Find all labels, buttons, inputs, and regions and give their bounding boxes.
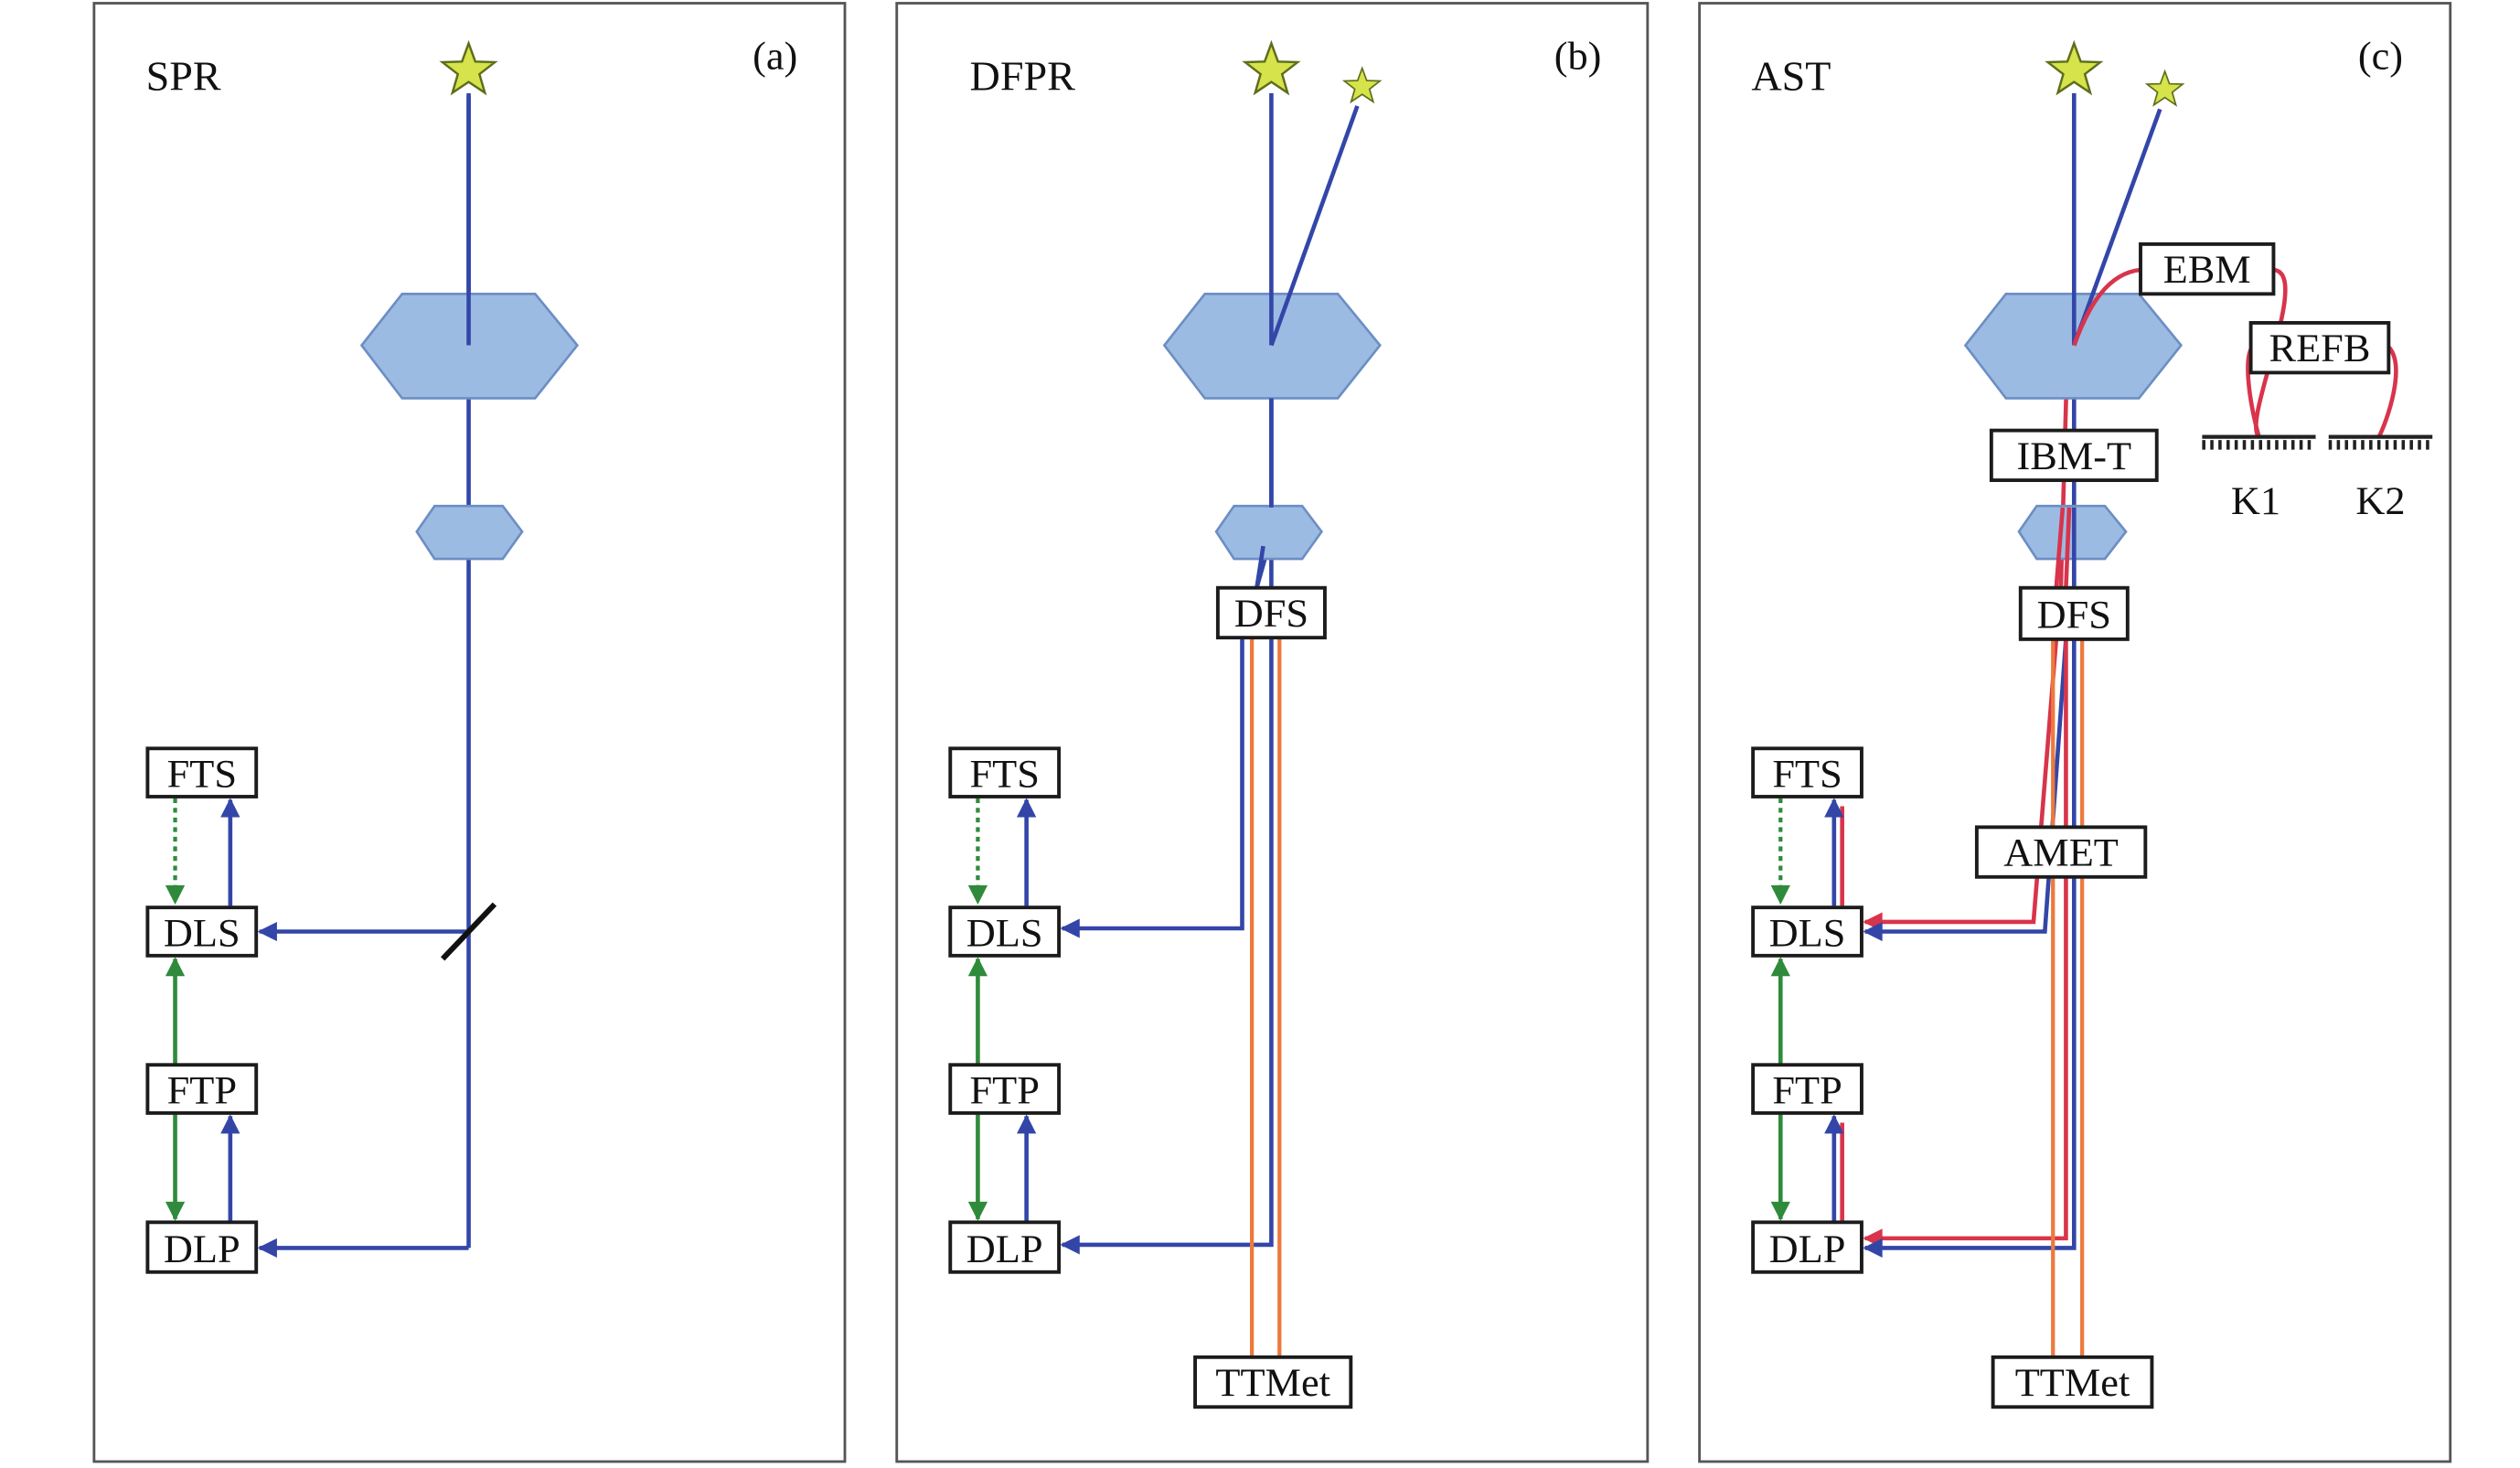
- beam-to-dlp-arrow: [1863, 638, 2077, 1258]
- hexagon-large-icon: [1963, 293, 2184, 400]
- refb-to-k2-curve: [2376, 345, 2398, 438]
- beam-splitter: [440, 902, 497, 961]
- box-label: FTS: [1772, 752, 1842, 797]
- star-beam: [1269, 105, 1360, 347]
- dfs-box: DFS: [2018, 585, 2130, 641]
- box-label: FTP: [167, 1068, 237, 1113]
- box-label: FTS: [167, 752, 237, 797]
- ftp-box: FTP: [145, 1063, 259, 1115]
- panel-frame: [92, 2, 847, 1463]
- panel-title: AST: [1751, 53, 1831, 100]
- box-label: IBM-T: [2016, 434, 2131, 478]
- fts-box: FTS: [948, 746, 1062, 798]
- box-label: REFB: [2269, 326, 2371, 370]
- ground-label-k1: K1: [2231, 478, 2280, 523]
- box-label: DLS: [966, 910, 1043, 955]
- hexagon-small-icon: [1214, 504, 1324, 561]
- panel-tag: (c): [2358, 34, 2403, 79]
- refb-box: REFB: [2248, 321, 2391, 375]
- panel-b: DFPR (b) FTS DLS: [895, 2, 1650, 1463]
- box-label: DLP: [966, 1227, 1043, 1271]
- laser-beam: [2054, 507, 2066, 588]
- main-beam: [1255, 545, 1265, 589]
- panel-a: SPR (a) FTS DLS FTP DLP: [92, 2, 847, 1463]
- fts-box: FTS: [145, 746, 259, 798]
- ground-icon: [2328, 434, 2433, 450]
- ftp-box: FTP: [1751, 1063, 1863, 1115]
- box-label: DFS: [2037, 593, 2111, 638]
- box-label: FTP: [969, 1068, 1039, 1113]
- panel-tag: (b): [1554, 34, 1602, 79]
- box-label: FTS: [969, 752, 1039, 797]
- ebm-laser-curve: [2072, 267, 2141, 347]
- dlp-box: DLP: [1751, 1220, 1863, 1274]
- ebm-box: EBM: [2139, 241, 2276, 296]
- panel-c: AST (c) K1 K2: [1698, 2, 2452, 1463]
- panel-frame: [895, 2, 1650, 1463]
- ground-icon: [2202, 434, 2316, 450]
- ground-label-k2: K2: [2355, 478, 2405, 523]
- box-label: DLP: [1769, 1227, 1846, 1271]
- laser-beam: [2064, 507, 2072, 588]
- dlp-box: DLP: [145, 1220, 259, 1274]
- box-label: AMET: [2003, 830, 2119, 875]
- laser-to-dlp-arrow: [1863, 638, 2068, 1248]
- hexagon-small-icon: [415, 504, 524, 561]
- panel-title: DFPR: [970, 53, 1076, 100]
- ftp-box: FTP: [948, 1063, 1062, 1115]
- amet-box: AMET: [1974, 825, 2148, 879]
- dls-box: DLS: [145, 905, 259, 958]
- dls-box: DLS: [948, 905, 1062, 958]
- star-beam: [2072, 108, 2162, 347]
- box-label: TTMet: [2015, 1360, 2130, 1405]
- star-icon: [439, 39, 498, 96]
- hexagon-large-icon: [359, 293, 580, 400]
- ttmet-box: TTMet: [1991, 1355, 2154, 1409]
- beam-to-dlp-arrow: [1060, 559, 1274, 1255]
- beam-to-dls-arrow: [1863, 638, 2068, 942]
- hexagon-large-icon: [1162, 293, 1382, 400]
- panel-frame: [1698, 2, 2452, 1463]
- ttmet-box: TTMet: [1193, 1355, 1353, 1409]
- panel-tag: (a): [753, 34, 797, 79]
- star-icon: [2045, 39, 2104, 96]
- star-icon: [1242, 39, 1301, 96]
- laser-to-dls-arrow: [1863, 638, 2059, 932]
- box-label: DLP: [164, 1227, 240, 1271]
- fts-box: FTS: [1751, 746, 1863, 798]
- star-icon: [1341, 66, 1383, 104]
- box-label: EBM: [2163, 247, 2251, 292]
- panel-title: SPR: [146, 53, 221, 100]
- box-label: DFS: [1234, 591, 1308, 636]
- box-label: DLS: [1769, 910, 1846, 955]
- dfs-box: DFS: [1215, 585, 1327, 640]
- dlp-box: DLP: [948, 1220, 1062, 1274]
- dls-box: DLS: [1751, 905, 1863, 958]
- box-label: TTMet: [1215, 1360, 1330, 1405]
- ibmt-box: IBM-T: [1989, 428, 2159, 482]
- box-label: FTP: [1772, 1068, 1842, 1113]
- box-label: DLS: [164, 910, 240, 955]
- star-icon: [2144, 69, 2185, 107]
